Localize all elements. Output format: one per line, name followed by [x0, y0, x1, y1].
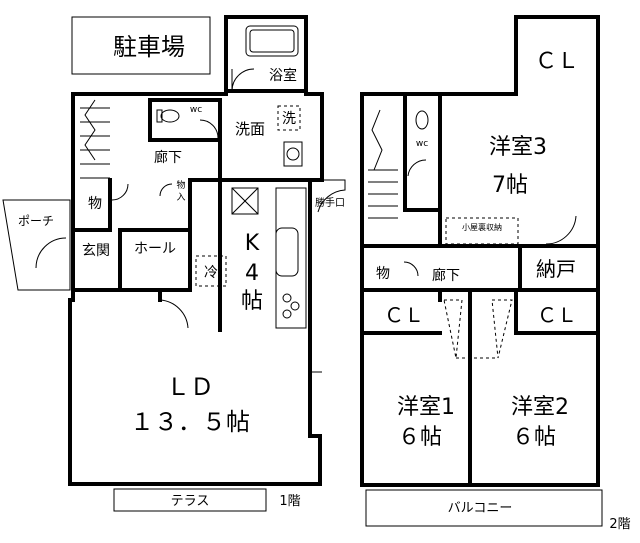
range-hood-icon	[231, 187, 259, 215]
stove-icon	[282, 293, 292, 303]
western3-size-label: 7帖	[492, 173, 528, 198]
kitchen-sink-icon	[275, 227, 299, 277]
ld-size-label: １３．５帖	[130, 408, 250, 436]
closet-top-label: ＣＬ	[535, 49, 579, 74]
storeroom-label: 納戸	[536, 257, 576, 281]
storage-small-label-2: 入	[176, 192, 185, 203]
wc1-label: wc	[190, 105, 202, 115]
ld-label: ＬＤ	[166, 373, 214, 401]
floor-1: 駐車場 浴室 wc 洗面 洗	[2, 15, 346, 512]
western1-label: 洋室1	[397, 395, 455, 420]
storage2-label: 物	[376, 266, 390, 282]
front-door-icon	[35, 237, 67, 269]
sink-icon	[283, 141, 303, 167]
terrace-area	[113, 488, 267, 512]
porch-area	[2, 199, 71, 291]
wash-label: 洗	[282, 111, 296, 127]
service-door-label: 勝手口	[315, 196, 345, 209]
floor1-label: 1階	[279, 494, 300, 509]
entrance-label: 玄関	[82, 242, 110, 259]
kitchen-label-size: 4	[245, 261, 259, 286]
washroom-label: 洗面	[235, 120, 265, 138]
balcony-area	[365, 489, 603, 527]
bathroom-door-icon	[231, 68, 255, 92]
hallway2-label: 廊下	[432, 267, 460, 284]
hall-label: ホール	[134, 241, 176, 257]
balcony-label: バルコニー	[448, 501, 513, 516]
bathroom-room	[224, 15, 308, 93]
attic-storage-area	[445, 217, 519, 245]
floor-2: ＣＬ wc 洋室3 7帖 小屋裏収納 物 廊下 納戸 ＣＬ ＣＬ	[360, 15, 631, 532]
kitchen-counter	[275, 187, 307, 329]
bathroom-label: 浴室	[269, 67, 297, 84]
floor2-label: 2階	[609, 517, 630, 532]
kitchen-label-k: K	[245, 231, 260, 256]
toilet-icon	[160, 109, 180, 123]
wc2-label: wc	[416, 139, 428, 149]
closet1-label: ＣＬ	[384, 303, 424, 327]
stairs-floor2	[368, 109, 398, 219]
stairs-floor1	[80, 99, 110, 179]
storage-small-label-1: 物	[176, 179, 185, 191]
hallway1-label: 廊下	[154, 149, 182, 166]
western1-size-label: ６帖	[398, 425, 442, 450]
attic-storage-label: 小屋裏収納	[462, 222, 502, 232]
western2-label: 洋室2	[511, 395, 569, 420]
fridge-area	[195, 255, 227, 287]
closet2-label: ＣＬ	[537, 303, 577, 327]
parking-area	[71, 16, 211, 75]
kitchen-label-unit: 帖	[241, 289, 263, 314]
fridge-label: 冷	[204, 265, 218, 281]
western2-size-label: ６帖	[512, 425, 556, 450]
western3-label: 洋室3	[489, 135, 547, 160]
toilet2-icon	[415, 110, 429, 130]
parking-label: 駐車場	[113, 33, 185, 61]
terrace-label: テラス	[171, 494, 210, 509]
storage1-label: 物	[88, 196, 102, 212]
washing-machine-area	[277, 105, 301, 131]
bathtub-icon	[245, 25, 299, 57]
porch-label: ポーチ	[18, 214, 54, 228]
